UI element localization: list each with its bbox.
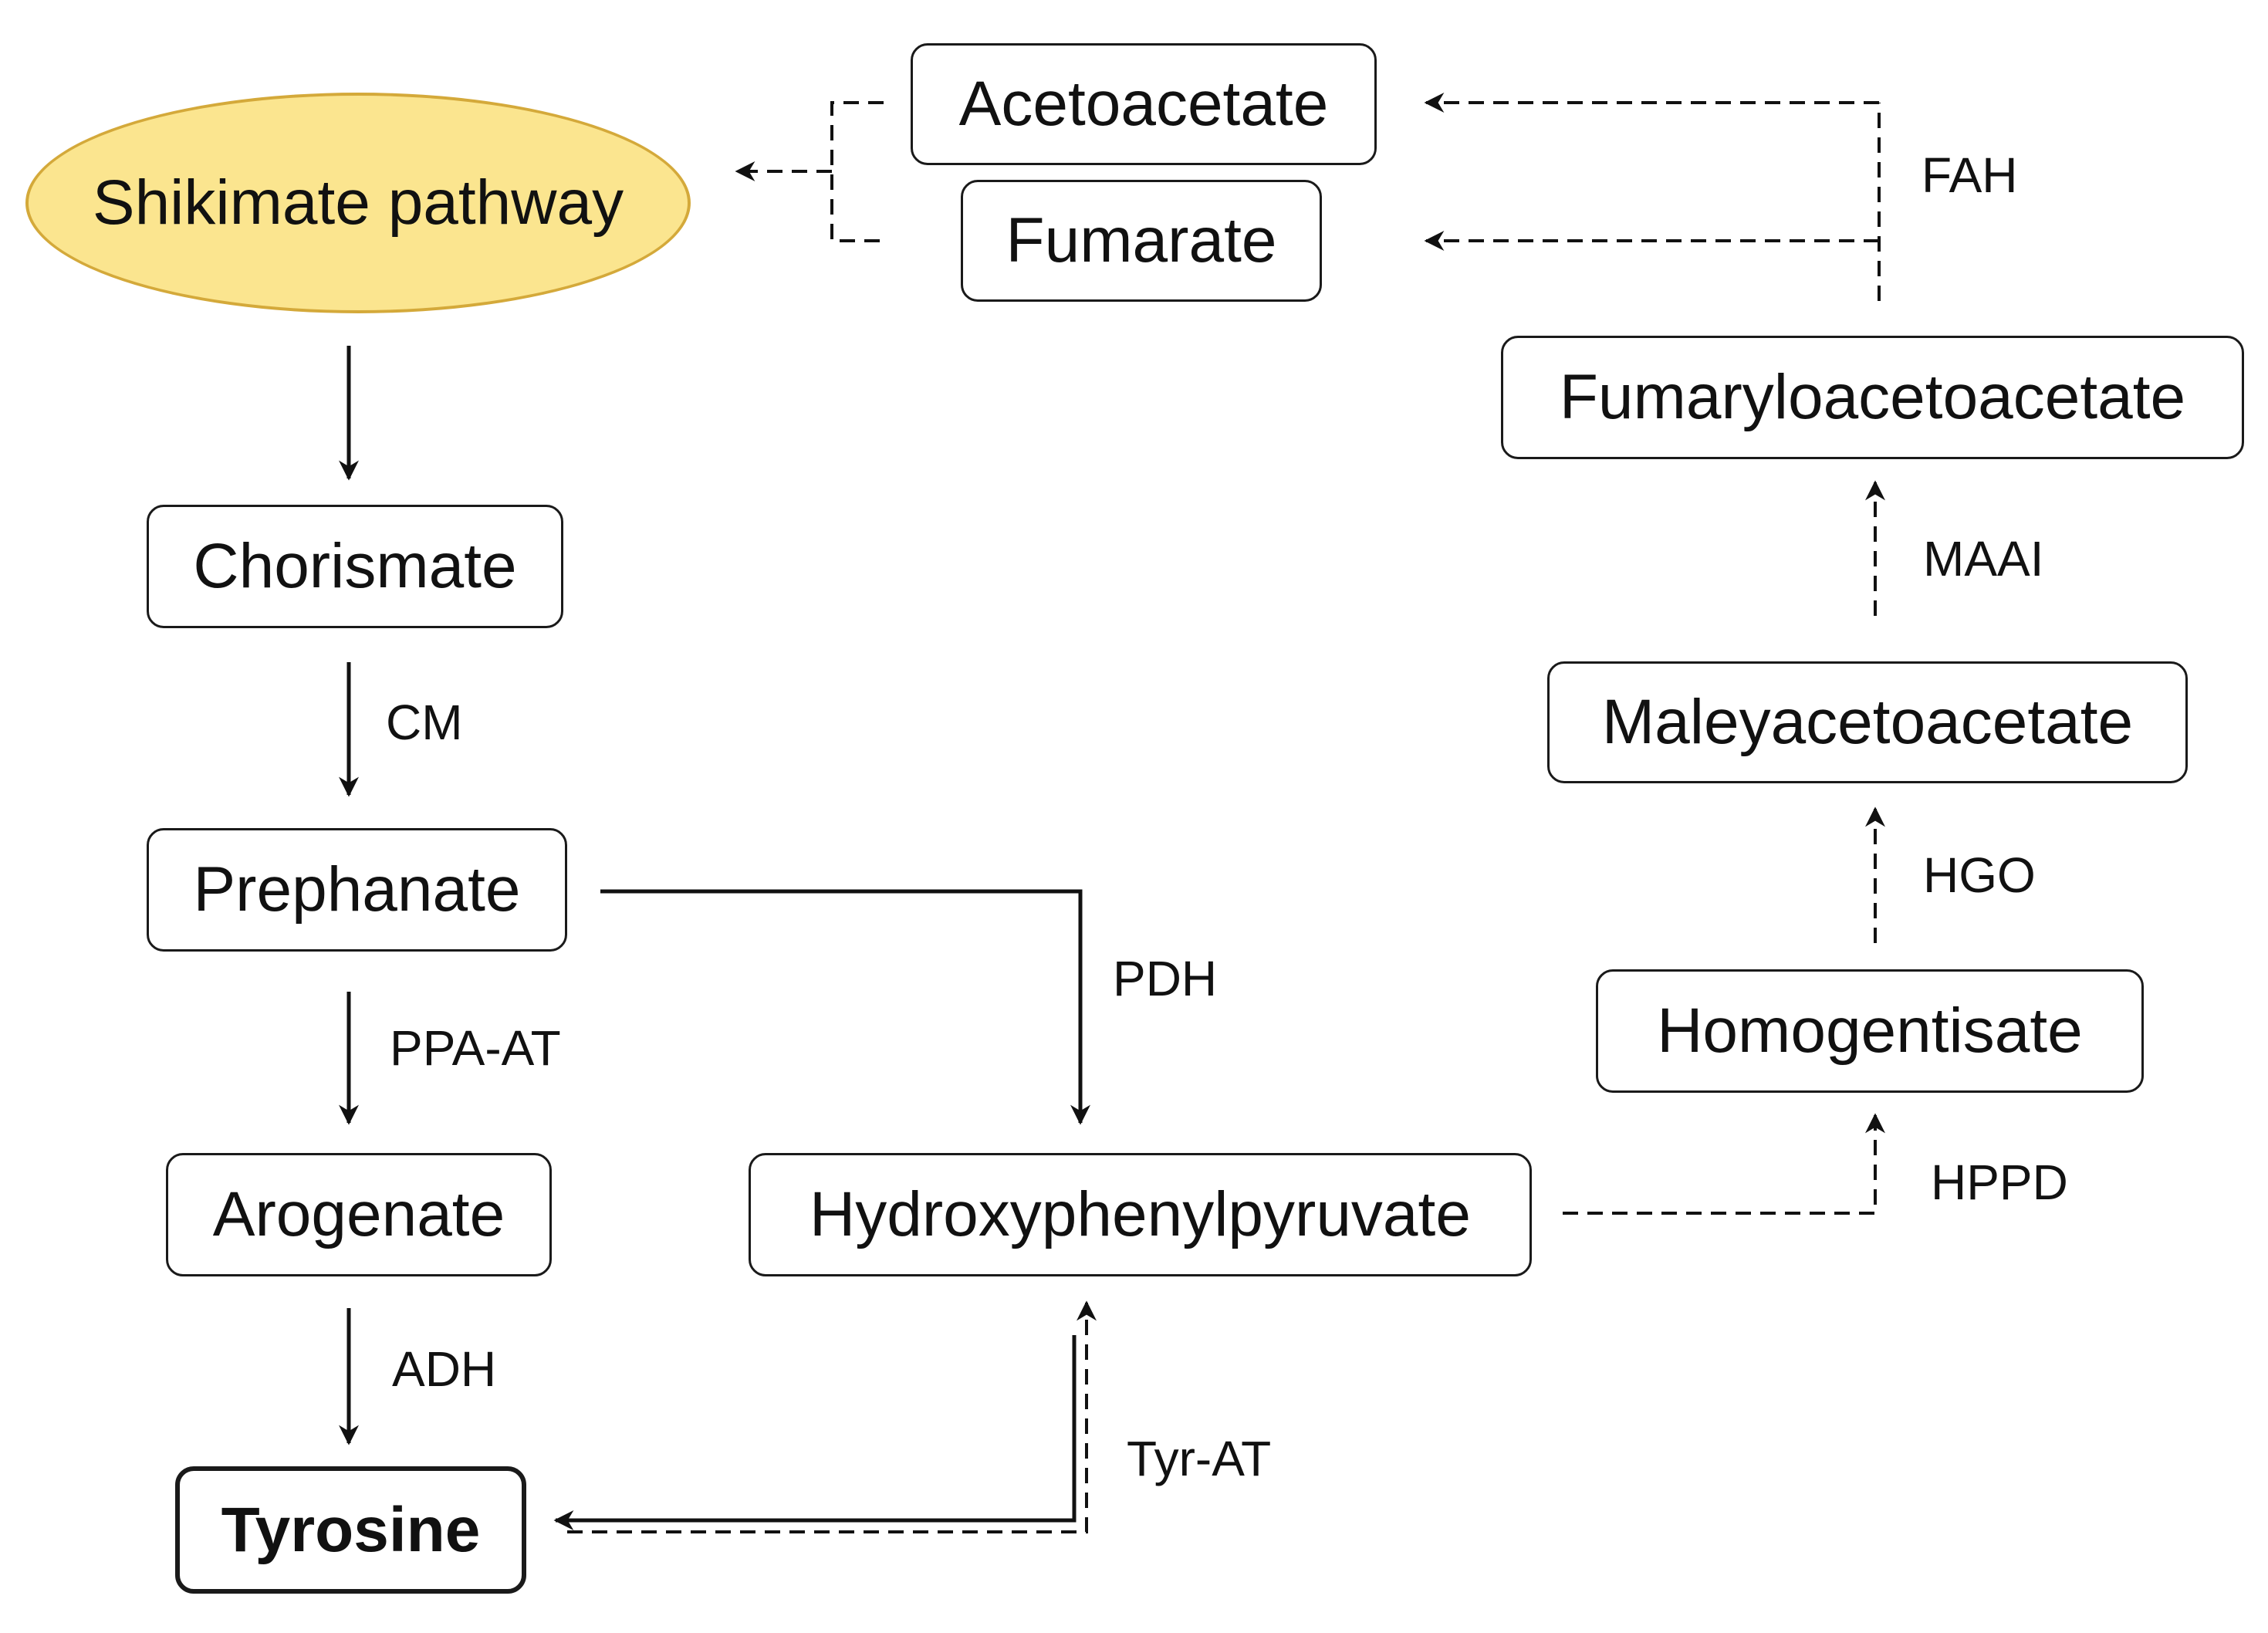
node-homogentisate: Homogentisate bbox=[1596, 969, 2144, 1093]
node-fumaryloacetoacetate: Fumaryloacetoacetate bbox=[1501, 336, 2244, 459]
enzyme-label-ppa-at: PPA-AT bbox=[390, 1020, 561, 1076]
node-hydroxyphenylpyruvate: Hydroxyphenylpyruvate bbox=[749, 1153, 1532, 1276]
enzyme-label-adh: ADH bbox=[392, 1341, 497, 1397]
node-prephanate: Prephanate bbox=[147, 828, 567, 952]
node-fumarate: Fumarate bbox=[961, 180, 1322, 302]
bracket-products bbox=[830, 101, 884, 242]
arrow-hpp-tyrosine bbox=[553, 1335, 1077, 1530]
enzyme-label-maai: MAAI bbox=[1923, 531, 2044, 587]
enzyme-label-fah: FAH bbox=[1922, 147, 2018, 203]
arrow-tyrosine-hpp bbox=[567, 1300, 1097, 1533]
node-tyrosine: Tyrosine bbox=[175, 1466, 526, 1594]
node-arogenate: Arogenate bbox=[166, 1153, 552, 1276]
enzyme-label-hppd: HPPD bbox=[1931, 1155, 2068, 1210]
enzyme-label-cm: CM bbox=[386, 695, 463, 750]
node-acetoacetate: Acetoacetate bbox=[911, 43, 1377, 165]
node-maleyacetoacetate: Maleyacetoacetate bbox=[1547, 661, 2188, 783]
node-chorismate: Chorismate bbox=[147, 505, 563, 628]
node-shikimate-pathway: Shikimate pathway bbox=[25, 93, 691, 313]
enzyme-label-hgo: HGO bbox=[1923, 847, 2036, 903]
enzyme-label-pdh: PDH bbox=[1113, 951, 1218, 1006]
enzyme-label-tyr-at: Tyr-AT bbox=[1127, 1431, 1272, 1486]
arrow-hpp-homogentisate bbox=[1563, 1113, 1885, 1215]
arrow-prephanate-hpp bbox=[600, 889, 1090, 1125]
